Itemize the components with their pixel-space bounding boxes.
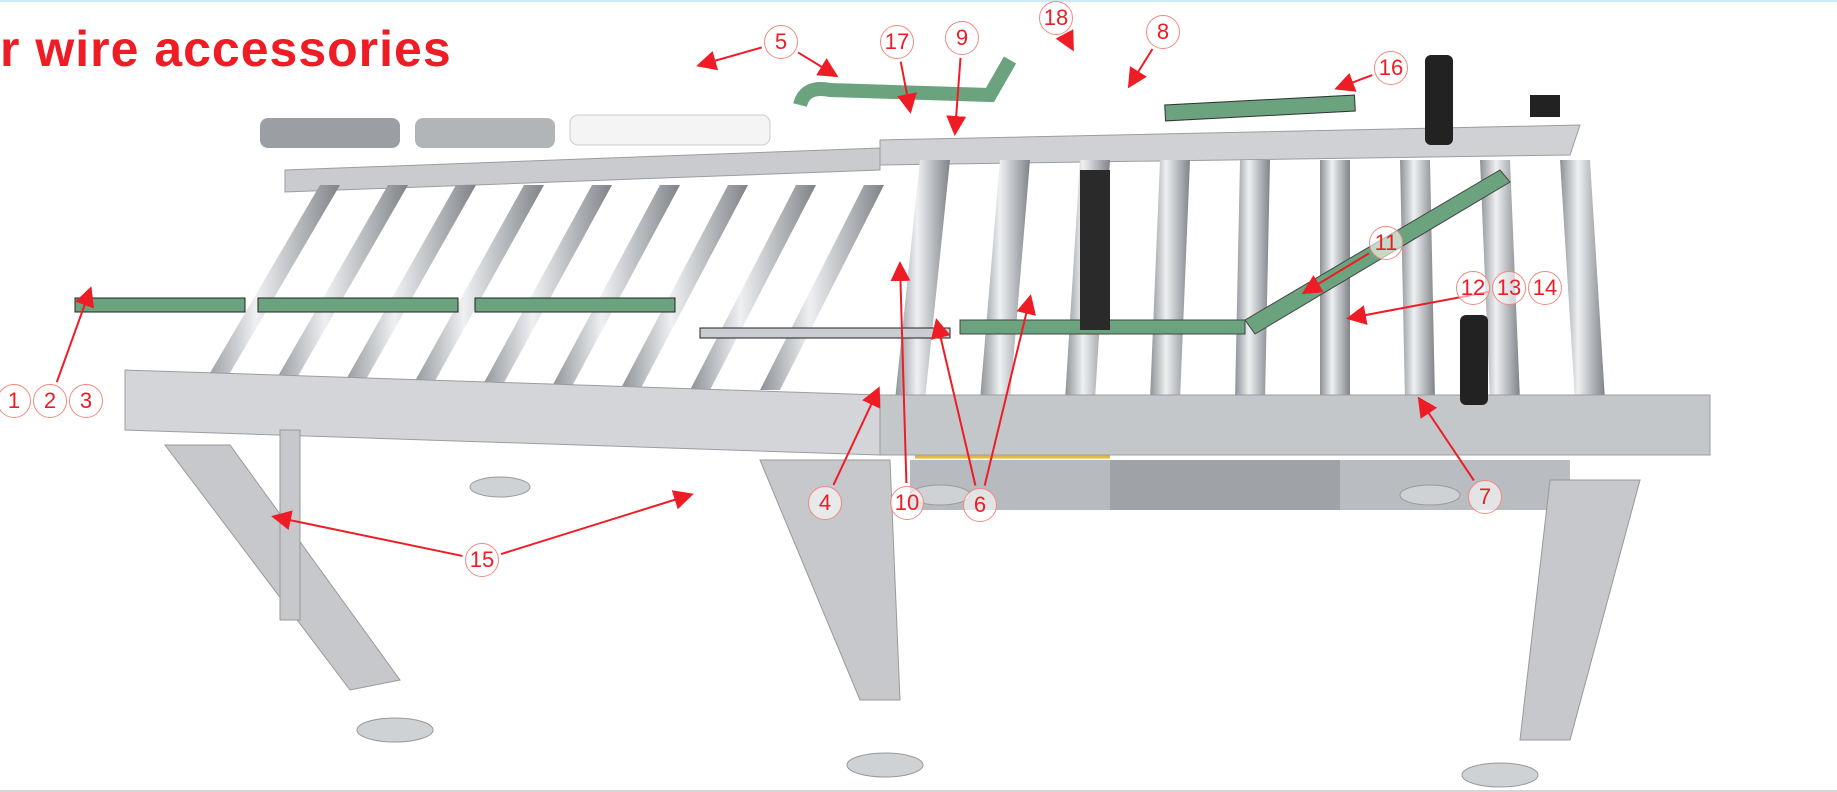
roller xyxy=(760,185,884,390)
callout-arrow xyxy=(930,318,977,486)
callout-16: 16 xyxy=(1374,51,1408,85)
callout-number: 7 xyxy=(1468,480,1502,514)
callout-arrow xyxy=(1417,396,1475,481)
roller xyxy=(690,185,816,390)
roller xyxy=(1235,160,1270,400)
front-frame xyxy=(124,369,1711,510)
callout-arrow xyxy=(897,61,917,114)
roller xyxy=(1400,160,1435,400)
callout-arrow xyxy=(500,490,694,555)
callout-arrow xyxy=(696,46,763,71)
roller xyxy=(620,185,748,390)
callout-4: 4 xyxy=(808,486,842,520)
top-border xyxy=(0,0,1837,2)
callout-number: 1 xyxy=(0,384,31,418)
roller xyxy=(895,160,950,400)
callout-18: 18 xyxy=(1039,1,1073,35)
bottom-border xyxy=(0,790,1837,792)
callout-arrow xyxy=(946,57,967,136)
callout-number: 12 xyxy=(1456,271,1490,305)
roller xyxy=(480,185,612,390)
legs xyxy=(163,429,1641,788)
roller xyxy=(200,185,340,390)
callout-arrow xyxy=(1127,48,1154,89)
callout-arrow xyxy=(55,286,94,383)
roller xyxy=(1150,160,1190,400)
callout-arrow xyxy=(890,261,911,484)
roller xyxy=(270,185,408,390)
callout-number: 15 xyxy=(465,543,499,577)
callout-number: 14 xyxy=(1528,271,1562,305)
callout-number: 10 xyxy=(890,486,924,520)
callout-number: 8 xyxy=(1146,15,1180,49)
roller xyxy=(1560,160,1605,400)
callout-10: 10 xyxy=(890,486,924,520)
back-frame xyxy=(284,124,1581,193)
callout-number: 16 xyxy=(1374,51,1408,85)
rollers xyxy=(200,160,1605,400)
callout-9: 9 xyxy=(945,21,979,55)
callout-11: 11 xyxy=(1369,226,1403,260)
callout-number: 6 xyxy=(963,488,997,522)
callout-7: 7 xyxy=(1468,480,1502,514)
roller xyxy=(980,160,1030,400)
callout-number: 4 xyxy=(808,486,842,520)
callout-15: 15 xyxy=(465,543,499,577)
callout-arrow xyxy=(832,386,881,486)
callout-arrow xyxy=(271,510,463,557)
callout-arrow xyxy=(797,51,839,78)
roller xyxy=(340,185,476,390)
callout-number: 9 xyxy=(945,21,979,55)
page-title: r wire accessories xyxy=(0,21,452,77)
callout-5: 5 xyxy=(764,25,798,59)
callout-number: 2 xyxy=(33,384,67,418)
callout-arrow xyxy=(983,294,1036,486)
callout-6: 6 xyxy=(963,488,997,522)
callout-number: 13 xyxy=(1492,271,1526,305)
callout-number: 18 xyxy=(1039,1,1073,35)
callout-8: 8 xyxy=(1146,15,1180,49)
callout-arrow xyxy=(1301,252,1370,295)
callout-arrows xyxy=(55,29,1490,557)
callout-17: 17 xyxy=(880,25,914,59)
callout-number: 17 xyxy=(880,25,914,59)
callout-number: 5 xyxy=(764,25,798,59)
roller xyxy=(410,185,544,390)
callout-number: 11 xyxy=(1369,226,1403,260)
callout-number: 3 xyxy=(69,384,103,418)
callout-arrow xyxy=(1055,29,1074,52)
roller xyxy=(550,185,680,390)
callout-arrow xyxy=(1334,72,1373,92)
